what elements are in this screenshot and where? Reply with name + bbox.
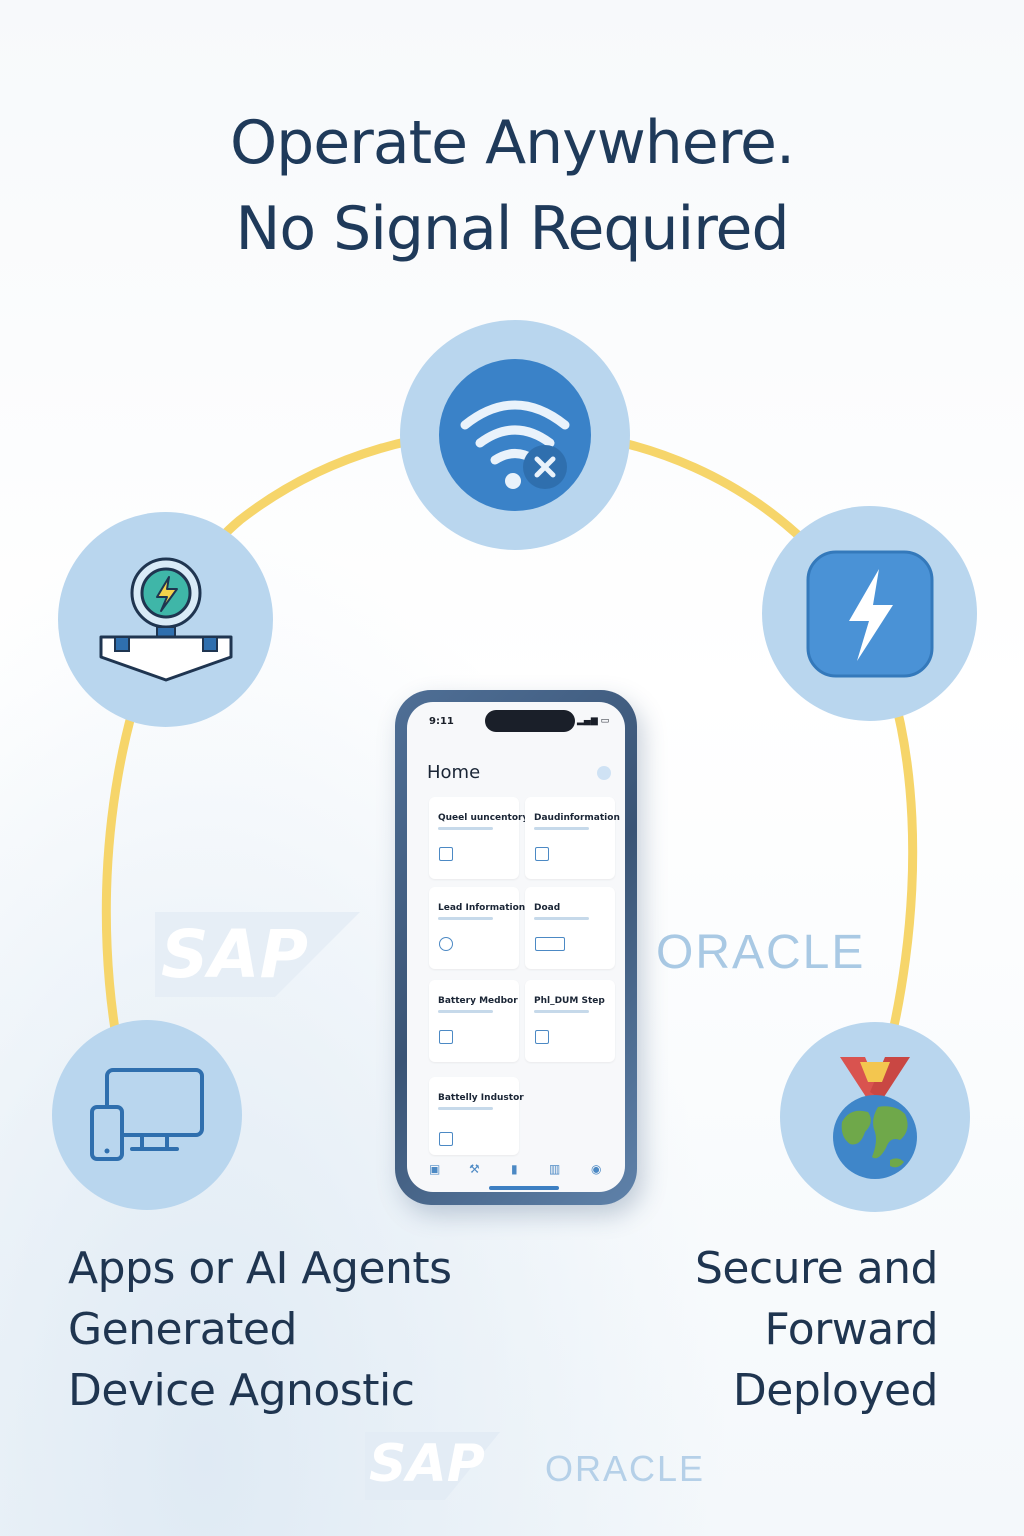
home-indicator (489, 1186, 559, 1190)
sap-logo-text: SAP (161, 916, 308, 993)
tab-tools-icon[interactable]: ⚒ (469, 1162, 480, 1176)
sap-logo-small-text: SAP (369, 1434, 485, 1494)
tile-title: Phl_DUM Step (534, 996, 605, 1006)
tile-5[interactable]: Phl_DUM Step (525, 980, 615, 1062)
tile-4[interactable]: Battery Medbor (429, 980, 519, 1062)
caption-left-line-2: Generated (68, 1304, 297, 1355)
profile-icon[interactable] (597, 766, 611, 780)
tile-subtitle-placeholder (438, 917, 493, 920)
tile-title: Lead Information (438, 903, 526, 913)
battery-icon (439, 1030, 453, 1044)
oracle-logo-small: ORACLE (545, 1448, 706, 1489)
bird-icon (535, 1030, 549, 1044)
status-time: 9:11 (429, 716, 454, 727)
node-globe-medal (780, 1022, 970, 1212)
tile-title: Doad (534, 903, 561, 913)
tab-home-icon[interactable]: ▣ (429, 1162, 441, 1176)
caption-right-line-2: Forward (764, 1304, 939, 1355)
caption-left-line-1: Apps or AI Agents (68, 1243, 452, 1294)
node-no-signal (400, 320, 630, 550)
gear-icon (439, 937, 453, 951)
tile-subtitle-placeholder (534, 1010, 589, 1013)
tile-3[interactable]: Doad (525, 887, 615, 969)
lightning-app-icon (806, 550, 933, 677)
tile-title: Battery Medbor (438, 996, 518, 1006)
sap-logo-large: SAP (155, 912, 360, 997)
tile-subtitle-placeholder (534, 917, 589, 920)
tab-tasks-icon[interactable]: ▮ (511, 1162, 518, 1176)
globe-medal-icon (833, 1057, 917, 1179)
battery-icon (439, 1132, 453, 1146)
power-hub-icon (99, 557, 232, 681)
tile-2[interactable]: Lead Information (429, 887, 525, 969)
tile-title: Queel uuncentory (438, 813, 529, 823)
node-lightning-app (762, 506, 977, 721)
tile-subtitle-placeholder (534, 827, 589, 830)
tile-0[interactable]: Queel uuncentory (429, 797, 528, 879)
tile-6[interactable]: Battelly Industor (429, 1077, 524, 1155)
node-power-hub (58, 512, 273, 727)
clipboard-icon (439, 847, 453, 861)
phone-notch (485, 710, 575, 732)
tile-subtitle-placeholder (438, 1010, 493, 1013)
devices-icon (90, 1068, 204, 1161)
sap-logo-small: SAP (365, 1432, 500, 1500)
oracle-logo-large: ORACLE (656, 926, 866, 979)
wifi-off-icon (439, 359, 591, 511)
tab-settings-icon[interactable]: ◉ (591, 1162, 602, 1176)
grid-icon (535, 937, 565, 951)
tile-subtitle-placeholder (438, 1107, 493, 1110)
tile-title: Daudinformation (534, 813, 620, 823)
caption-left-line-3: Device Agnostic (68, 1365, 415, 1416)
headline-line-2: No Signal Required (235, 194, 789, 264)
phone-screen: 9:11 ▂▄▆ ▭ Home Queel uuncentory Daudinf… (407, 702, 625, 1192)
headline: Operate Anywhere. No Signal Required (0, 100, 1024, 272)
node-devices (52, 1020, 242, 1210)
signal-battery-icon: ▂▄▆ ▭ (577, 716, 610, 726)
tab-bar: ▣ ⚒ ▮ ▥ ◉ (407, 1154, 625, 1192)
caption-right-line-3: Deployed (732, 1365, 939, 1416)
headline-line-1: Operate Anywhere. (229, 108, 795, 178)
caption-left: Apps or AI Agents Generated Device Agnos… (68, 1238, 452, 1421)
document-icon (535, 847, 549, 861)
caption-right-line-1: Secure and (694, 1243, 939, 1294)
tile-title: Battelly Industor (438, 1093, 524, 1103)
tile-subtitle-placeholder (438, 827, 493, 830)
tab-reports-icon[interactable]: ▥ (549, 1162, 561, 1176)
caption-right: Secure and Forward Deployed (694, 1238, 939, 1421)
screen-title: Home (427, 762, 481, 783)
tile-1[interactable]: Daudinformation (525, 797, 620, 879)
phone-mockup: 9:11 ▂▄▆ ▭ Home Queel uuncentory Daudinf… (395, 690, 637, 1205)
